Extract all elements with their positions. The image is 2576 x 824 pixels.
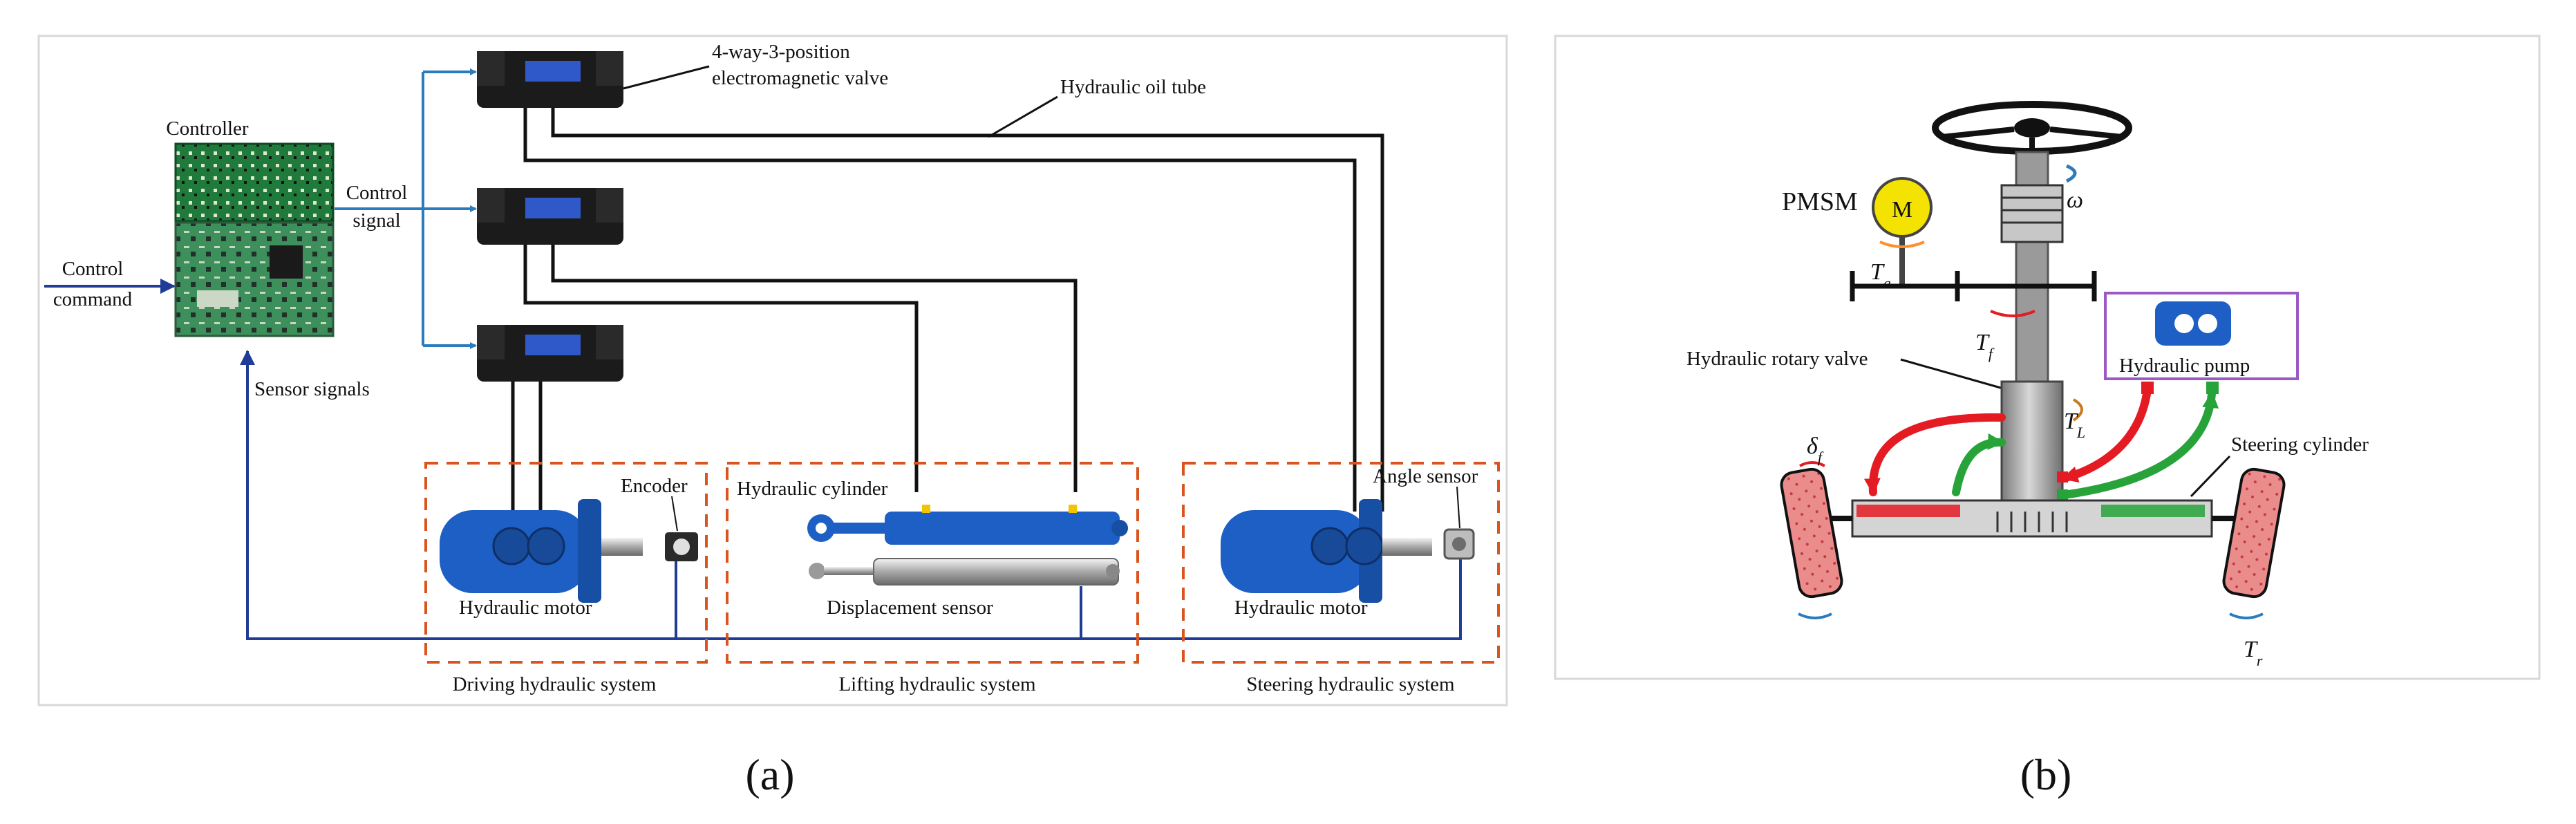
hydraulic-pump-box xyxy=(2104,292,2299,380)
valve-port-red xyxy=(2057,471,2068,483)
delta-f-arrow xyxy=(1799,461,1825,467)
hydraulic-pump xyxy=(2155,301,2231,346)
omega-arrow xyxy=(2065,164,2077,183)
controller-board xyxy=(174,142,335,337)
valve-label-1: 4-way-3-position xyxy=(712,41,850,63)
valve-label-2: electromagnetic valve xyxy=(712,67,888,89)
tr-label: Tr xyxy=(2244,637,2263,669)
tl-label: TL xyxy=(2064,409,2085,441)
control-signal-lines xyxy=(335,68,477,349)
tf-label: Tf xyxy=(1975,330,1995,362)
displacement-sensor-label: Displacement sensor xyxy=(827,597,993,619)
hydraulic-cylinder xyxy=(807,505,1128,545)
pmsm-label: PMSM xyxy=(1782,187,1858,216)
valve-3 xyxy=(477,325,623,382)
oil-lines xyxy=(511,108,1384,512)
valve-port-green xyxy=(2057,489,2068,500)
reducer-bar xyxy=(1850,271,2097,301)
hydraulic-cylinder-label: Hydraulic cylinder xyxy=(737,478,888,500)
hydraulic-motor-left xyxy=(440,499,643,603)
control-signal-label-1: Control xyxy=(346,182,408,204)
control-command-label-1: Control xyxy=(62,258,124,280)
hydraulic-pump-label: Hydraulic pump xyxy=(2119,355,2250,377)
control-signal-label-2: signal xyxy=(352,209,400,232)
hydraulic-motor-left-label: Hydraulic motor xyxy=(459,597,592,619)
wheel-right xyxy=(2222,467,2286,599)
hydraulic-motor-right-label: Hydraulic motor xyxy=(1234,597,1368,619)
omega-label: ω xyxy=(2067,187,2083,213)
delta-f-label: δf xyxy=(1807,433,1824,466)
flow-paths xyxy=(1863,390,2219,499)
valve-leader-line xyxy=(623,65,710,90)
valve-2 xyxy=(477,188,623,245)
panel-a-caption: (a) xyxy=(745,750,794,799)
steering-cylinder-leader-line xyxy=(2190,455,2231,498)
tl-arrow xyxy=(2072,398,2083,422)
encoder-label: Encoder xyxy=(621,475,688,497)
encoder-leader-line xyxy=(671,496,678,532)
wheel-left xyxy=(1780,467,1843,599)
hydraulic-motor-right xyxy=(1221,499,1432,603)
encoder xyxy=(665,532,698,561)
wheel-right-rotation-arrow xyxy=(2229,612,2264,619)
subsystem-boxes xyxy=(424,462,1500,664)
angle-sensor-label: Angle sensor xyxy=(1373,465,1478,487)
steering-cylinder-label: Steering cylinder xyxy=(2231,433,2369,456)
panel-b: ω PMSM M Ta Tf Hydraulic rotary valve TL xyxy=(1554,35,2541,680)
steering-system-label: Steering hydraulic system xyxy=(1246,673,1455,695)
displacement-sensor xyxy=(809,558,1120,586)
rotary-valve xyxy=(2000,380,2064,513)
torsion-bar xyxy=(2000,184,2064,243)
controller-label: Controller xyxy=(166,118,249,140)
angle-sensor xyxy=(1443,528,1475,560)
motor-letter: M xyxy=(1892,197,1912,223)
lifting-system-label: Lifting hydraulic system xyxy=(838,673,1036,695)
ta-label: Ta xyxy=(1870,259,1891,292)
rotary-valve-label: Hydraulic rotary valve xyxy=(1686,348,1868,370)
driving-system-label: Driving hydraulic system xyxy=(453,673,657,695)
valve-1 xyxy=(477,51,623,108)
oil-tube-leader-line xyxy=(988,95,1058,138)
oil-tube-label: Hydraulic oil tube xyxy=(1060,76,1206,98)
ta-arrow xyxy=(1879,241,1925,248)
wheel-left-rotation-arrow xyxy=(1798,612,1832,619)
angle-sensor-leader-line xyxy=(1456,486,1460,529)
panel-a: Controller Control command Control signa… xyxy=(37,35,1508,706)
rotary-valve-leader-line xyxy=(1900,358,2004,390)
control-command-label-2: command xyxy=(53,288,133,310)
steering-cylinder xyxy=(1851,499,2213,538)
sensor-signals-label: Sensor signals xyxy=(254,378,370,400)
tf-arrow xyxy=(1990,310,2036,317)
panel-b-caption: (b) xyxy=(2020,750,2072,799)
sensor-signal-lines xyxy=(240,350,1462,640)
